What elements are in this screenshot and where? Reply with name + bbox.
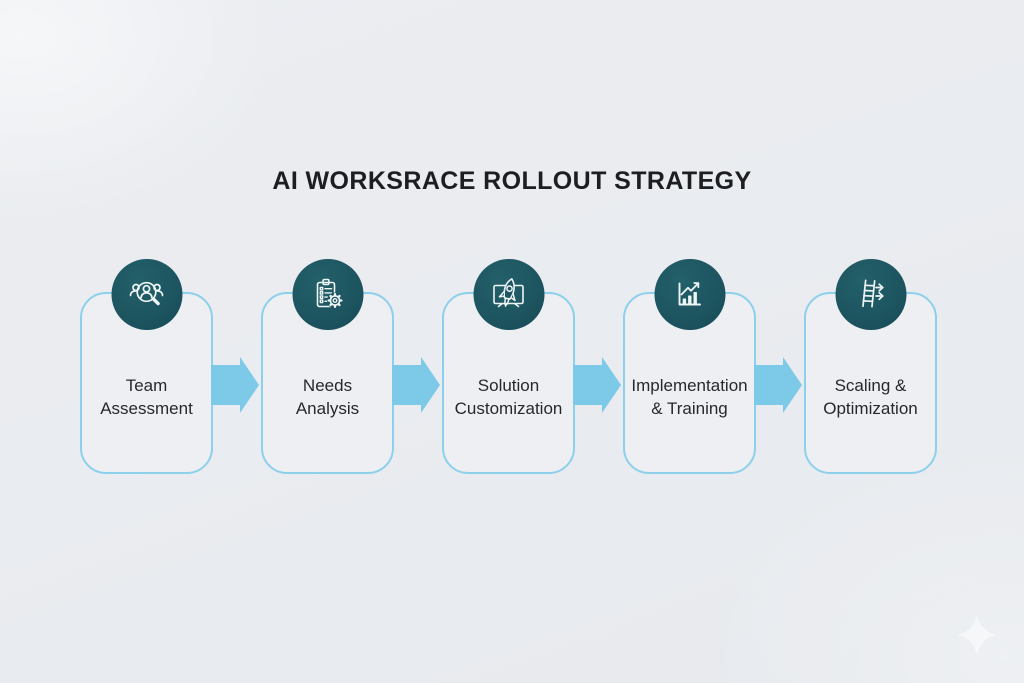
step-card-implementation-training: Implementation & Training	[623, 259, 802, 474]
clipboard-checklist-gear-icon	[316, 278, 343, 308]
step-label: Implementation & Training	[631, 374, 747, 420]
flow-arrow-icon	[392, 357, 440, 413]
step-badge	[835, 259, 906, 330]
step-label-line: Analysis	[295, 399, 360, 418]
step-label-line: & Training	[651, 399, 728, 418]
flow-arrow-icon	[754, 357, 802, 413]
flow-arrow-icon	[573, 357, 621, 413]
step-label: Solution Customization	[455, 374, 563, 420]
step-card-scaling-optimization: Scaling & Optimization	[804, 259, 937, 474]
step-label-line: Customization	[454, 399, 563, 418]
rocket-launch-screen-icon	[493, 277, 524, 307]
step-badge	[292, 259, 363, 330]
step-label: Scaling & Optimization	[823, 374, 917, 420]
step-card-needs-analysis: Needs Analysis	[261, 259, 440, 474]
step-label-line: Team	[125, 376, 168, 395]
ladder-scaling-icon	[862, 278, 884, 308]
step-label-line: Assessment	[100, 399, 193, 418]
sparkle-icon	[957, 615, 997, 655]
step-badge	[473, 259, 544, 330]
flow-arrow-icon	[211, 357, 259, 413]
step-card-solution-customization: Solution Customization	[442, 259, 621, 474]
growth-chart-icon	[678, 281, 701, 305]
diagram-title: AI WORKSRACE ROLLOUT STRATEGY	[272, 167, 752, 195]
step-card-team-assessment: Team Assessment	[80, 259, 259, 474]
step-label: Needs Analysis	[296, 374, 359, 420]
step-label-line: Solution	[477, 376, 540, 395]
step-badge	[654, 259, 725, 330]
step-badge	[111, 259, 182, 330]
step-label-line: Needs	[302, 376, 353, 395]
step-label-line: Scaling &	[834, 376, 907, 395]
step-label: Team Assessment	[100, 374, 193, 420]
team-search-icon	[129, 281, 164, 305]
process-flow: Team Assessment	[80, 259, 937, 474]
step-label-line: Optimization	[823, 399, 918, 418]
step-label-line: Implementation	[631, 376, 748, 395]
